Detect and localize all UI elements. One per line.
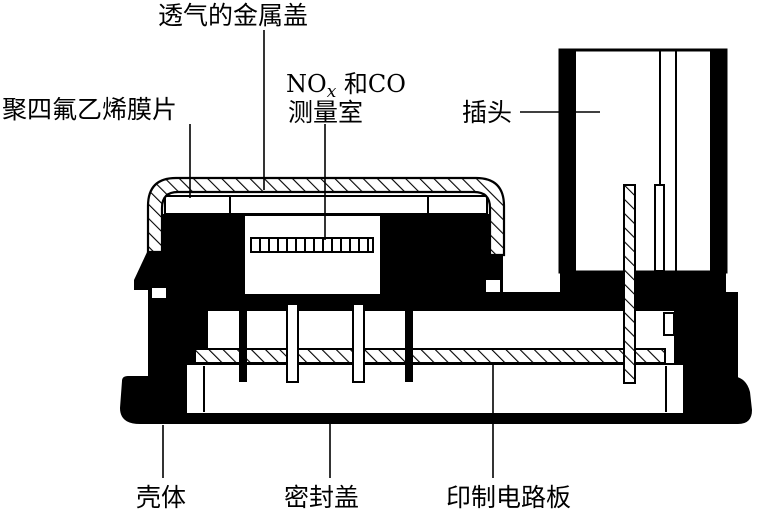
label-chamber-no: NO: [286, 70, 327, 98]
label-housing: 壳体: [136, 483, 186, 512]
label-chamber-sub: x: [327, 82, 337, 102]
label-chamber-rest: 和CO: [336, 70, 406, 98]
sealing-cover: [185, 363, 685, 415]
label-plug: 插头: [462, 98, 512, 127]
inner-cavity: [194, 311, 674, 364]
label-chamber-line2: 测量室: [288, 98, 363, 127]
label-metal-cap: 透气的金属盖: [158, 1, 308, 30]
label-ptfe-membrane: 聚四氟乙烯膜片: [2, 95, 177, 124]
leader-lines: [162, 30, 600, 478]
metal-cap: [146, 176, 506, 257]
label-sealing-cover: 密封盖: [284, 483, 359, 512]
label-pcb: 印制电路板: [446, 483, 571, 512]
measurement-chamber: [245, 216, 380, 294]
sensor-pins: [239, 300, 413, 383]
plug: [558, 48, 728, 384]
label-chamber-line1: NOx 和CO: [286, 70, 406, 102]
ptfe-membrane: [164, 195, 488, 215]
